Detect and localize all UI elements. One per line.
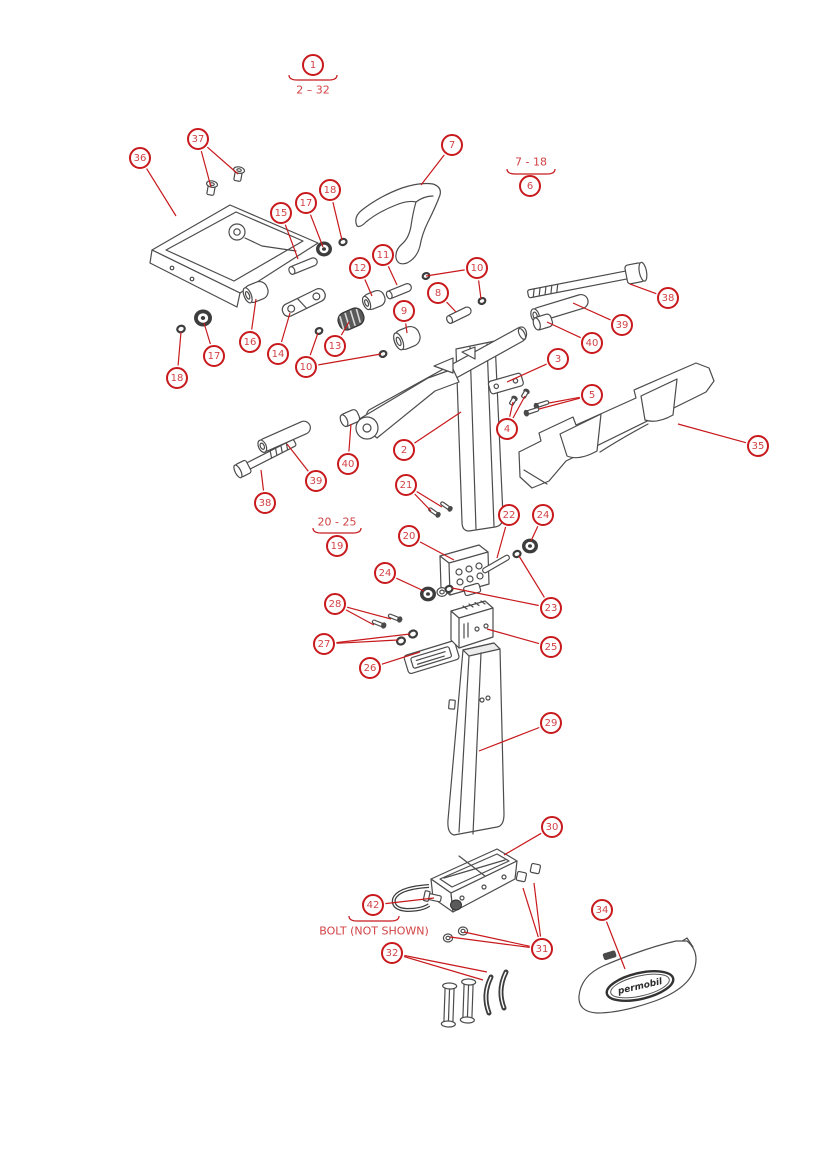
part-4-screws xyxy=(509,388,530,406)
leader-line-4 xyxy=(509,401,514,417)
leader-line-17 xyxy=(309,214,324,248)
leader-line-24 xyxy=(396,577,425,592)
leader-line-22 xyxy=(496,526,507,559)
leader-line-30 xyxy=(503,832,542,856)
part-36-mount-bracket xyxy=(149,204,319,308)
leader-line-7 xyxy=(420,154,445,186)
leader-line-8 xyxy=(446,301,457,313)
leader-line-11 xyxy=(387,266,398,286)
leader-line-36 xyxy=(146,168,177,217)
leader-line-38 xyxy=(260,469,265,491)
part-9-bushing xyxy=(393,325,421,351)
leader-line-27 xyxy=(336,639,399,644)
group-bracket-2 xyxy=(312,527,362,534)
part-15-pin xyxy=(288,257,318,275)
leader-line-40 xyxy=(348,423,352,452)
leader-line-10 xyxy=(309,332,319,356)
leader-line-31 xyxy=(533,882,542,937)
leader-line-39 xyxy=(286,443,309,472)
part-14-lever xyxy=(281,288,326,318)
leader-line-31 xyxy=(463,931,530,947)
leader-line-15 xyxy=(284,224,299,260)
leader-line-32 xyxy=(403,956,484,981)
part-7-release-handle xyxy=(355,182,441,265)
leader-line-9 xyxy=(405,323,408,334)
leader-line-10 xyxy=(478,280,482,300)
leader-line-12 xyxy=(364,279,373,297)
part-38-bolt-left xyxy=(233,439,297,479)
part-31-fasteners xyxy=(442,862,542,943)
part-32-glide-strips xyxy=(440,969,509,1028)
part-27-washers xyxy=(395,629,419,646)
part-11-pin xyxy=(385,283,412,300)
leader-line-28 xyxy=(345,609,375,626)
leader-line-5 xyxy=(538,397,581,410)
leader-line-13 xyxy=(340,321,350,336)
part-24-bearings xyxy=(420,538,538,602)
leader-line-23 xyxy=(451,587,539,607)
leader-line-25 xyxy=(486,628,540,645)
part-16-bushing xyxy=(242,280,269,304)
part-40-bushing-left xyxy=(339,409,361,428)
part-30-base-frame xyxy=(391,848,518,913)
leader-line-31 xyxy=(522,887,539,938)
leader-line-18 xyxy=(177,331,182,366)
leader-line-32 xyxy=(404,954,488,973)
group-bracket-0 xyxy=(288,74,338,81)
leader-line-38 xyxy=(629,283,657,295)
part-17-bearing-upper xyxy=(316,241,332,257)
part-12-bushing xyxy=(361,289,386,311)
leader-line-10 xyxy=(425,269,465,277)
leader-line-5 xyxy=(548,396,580,404)
leader-line-37 xyxy=(200,150,212,188)
leader-line-17 xyxy=(203,322,211,345)
part-40-bushing-right xyxy=(532,313,554,331)
part-23-washers xyxy=(444,549,522,594)
leader-line-35 xyxy=(677,423,747,444)
part-28-screws xyxy=(371,613,403,629)
leader-line-26 xyxy=(381,651,421,665)
part-5-screws xyxy=(523,400,550,417)
leader-line-28 xyxy=(346,606,392,620)
part-29-seat-post xyxy=(447,642,505,836)
leader-line-24 xyxy=(530,526,539,542)
leader-line-3 xyxy=(506,363,547,383)
group-bracket-3 xyxy=(348,915,400,922)
leader-line-31 xyxy=(449,936,530,948)
leader-line-34 xyxy=(605,921,626,970)
group-bracket-1 xyxy=(506,168,556,175)
part-13-spring xyxy=(337,307,365,331)
leader-line-23 xyxy=(518,555,545,598)
part-34-side-cover: permobil xyxy=(578,937,697,1014)
part-38-bolt-right xyxy=(527,261,648,299)
leader-line-39 xyxy=(572,302,611,321)
part-21-screws xyxy=(428,501,453,518)
leader-line-10 xyxy=(318,353,382,366)
leader-line-20 xyxy=(419,541,455,561)
part-18-washer-lower xyxy=(176,324,186,334)
leader-line-16 xyxy=(251,298,257,330)
part-22-pin xyxy=(482,554,510,574)
part-17-bearing-lower xyxy=(194,309,212,327)
leader-line-29 xyxy=(478,726,540,752)
part-2-frame-assembly xyxy=(355,326,528,532)
part-8-pin xyxy=(446,306,472,324)
leader-line-21 xyxy=(414,493,432,512)
leader-line-18 xyxy=(332,202,343,241)
leader-line-42 xyxy=(385,897,435,905)
leader-line-40 xyxy=(546,321,581,339)
part-25-lock-housing xyxy=(450,600,494,649)
leader-line-21 xyxy=(416,490,443,508)
leader-line-4 xyxy=(512,395,526,419)
leader-line-27 xyxy=(336,633,411,644)
part-26-cover-plate xyxy=(403,640,460,675)
leader-line-37 xyxy=(207,146,239,175)
part-35-cover xyxy=(518,362,715,489)
leader-line-14 xyxy=(280,312,291,343)
leader-line-2 xyxy=(414,411,462,444)
part-39-tube-left xyxy=(257,420,311,453)
